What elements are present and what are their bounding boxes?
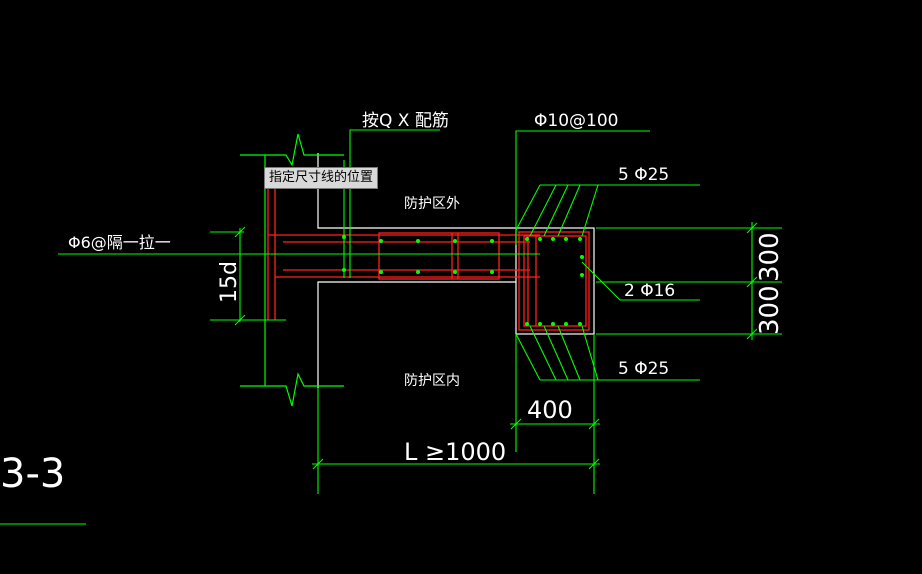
width-dimension-label: 400 <box>527 396 573 424</box>
inside-zone-label: 防护区内 <box>404 373 460 389</box>
height-lower-label: 300 <box>755 285 785 335</box>
qx-rebar-label: 按Q X 配筋 <box>362 111 449 131</box>
bottom-bars-label: 5 Φ25 <box>618 359 669 379</box>
stirrup-spacing-label: Φ10@100 <box>534 111 618 131</box>
outside-zone-label: 防护区外 <box>404 196 460 212</box>
top-bars-label: 5 Φ25 <box>618 165 669 185</box>
tie-bar-label: Φ6@隔一拉一 <box>68 233 171 252</box>
dimension-lines <box>0 129 782 525</box>
bottom-break-line <box>240 372 344 407</box>
rebar <box>267 183 590 331</box>
wall-outline-bottom <box>317 281 516 388</box>
side-bars-label: 2 Φ16 <box>624 281 675 301</box>
length-dimension-label: L ≥1000 <box>404 438 506 466</box>
height-upper-label: 300 <box>755 232 785 282</box>
top-break-line <box>240 133 344 167</box>
section-title: 3-3 <box>0 451 65 497</box>
anchor-length-label: 15d <box>217 261 242 303</box>
dimension-placement-tooltip: 指定尺寸线的位置 <box>264 167 379 189</box>
break-lines <box>240 133 344 407</box>
wall-outline-top <box>317 153 516 229</box>
rebar-dots <box>342 235 584 326</box>
beam-outline <box>515 227 595 335</box>
